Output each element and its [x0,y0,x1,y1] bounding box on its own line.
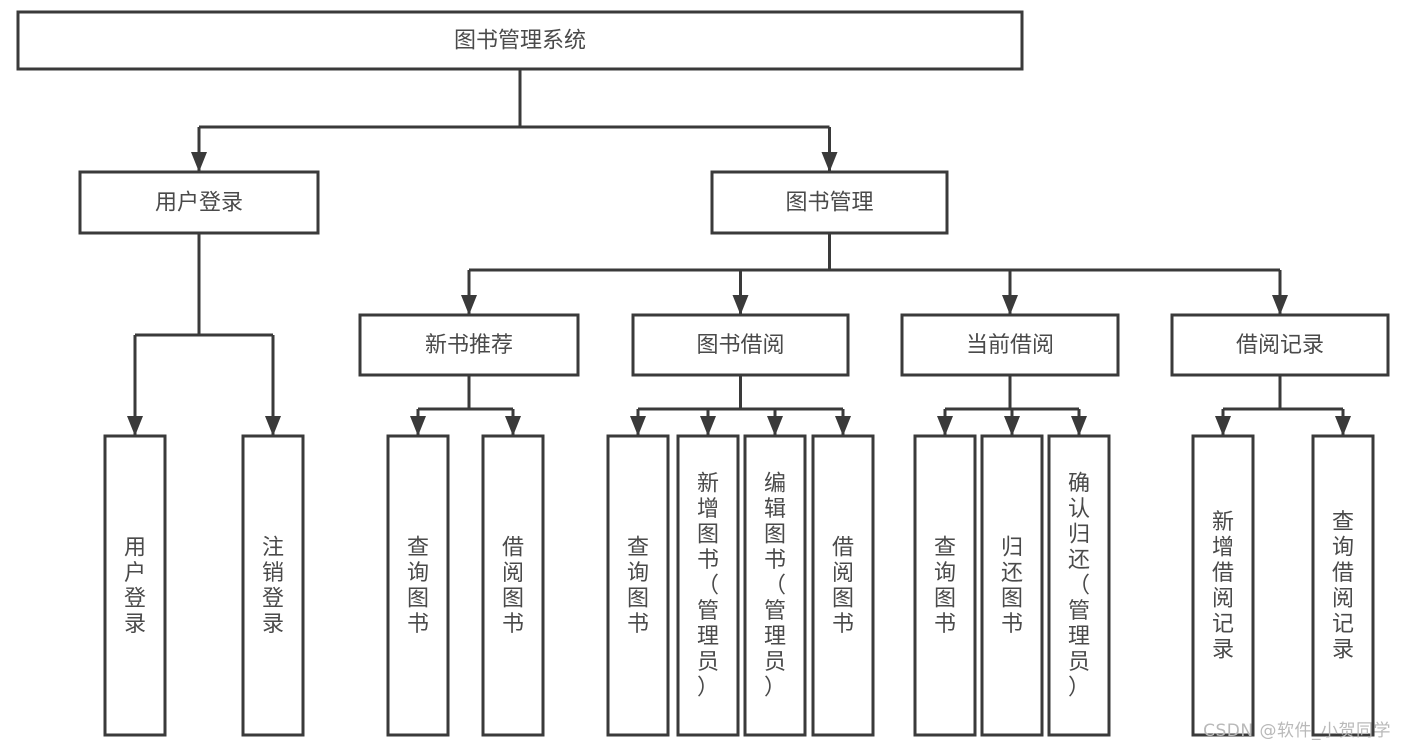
node-recommend-query-book-label: 查询图书 [407,535,429,637]
connectors-layer [127,69,1351,436]
node-current-confirm-return[interactable]: 确认归还（管理员） [1047,434,1111,737]
node-current-borrow-label: 当前借阅 [966,333,1054,358]
node-book-borrow-box [631,313,850,377]
node-book-management-label: 图书管理 [785,191,873,216]
conn-book-management-arrow-1 [732,295,749,315]
node-user-login-box [78,170,320,235]
node-book-management-box [710,170,949,235]
node-current-query-book[interactable]: 查询图书 [913,434,977,737]
conn-root-arrow-1 [821,152,838,172]
node-root-box [16,10,1024,71]
conn-book-management-arrow-2 [1002,295,1018,315]
node-new-book-recommend[interactable]: 新书推荐 [358,313,580,377]
conn-book-management-arrow-0 [461,295,477,315]
node-records-add[interactable]: 新增借阅记录 [1191,434,1255,737]
conn-book-borrow-arrow-2 [767,416,783,436]
node-current-confirm-return-label: 确认归还（管理员） [1068,472,1090,701]
node-recommend-query-book-box [386,434,450,737]
node-new-book-recommend-label: 新书推荐 [425,333,513,358]
node-new-book-recommend-box [358,313,580,377]
node-current-query-book-box [913,434,977,737]
node-borrow-edit-book-box [743,434,807,737]
conn-current-borrow-arrow-2 [1071,416,1087,436]
node-records-query-box [1311,434,1375,737]
node-current-confirm-return-box [1047,434,1111,737]
node-recommend-borrow-book[interactable]: 借阅图书 [481,434,545,737]
node-borrow-records-label: 借阅记录 [1236,333,1324,358]
conn-book-borrow-arrow-3 [835,416,851,436]
node-borrow-edit-book-label: 编辑图书（管理员） [764,472,786,701]
node-user-login-login-label: 用户登录 [124,535,146,637]
node-borrow-query-book-box [606,434,670,737]
conn-book-borrow-arrow-1 [700,416,716,436]
conn-user-login-arrow-1 [265,416,281,436]
nodes-layer: 图书管理系统用户登录用户登录注销登录图书管理新书推荐查询图书借阅图书图书借阅查询… [16,10,1390,737]
node-borrow-add-book[interactable]: 新增图书（管理员） [676,434,740,737]
node-recommend-borrow-book-box [481,434,545,737]
node-recommend-borrow-book-label: 借阅图书 [502,535,524,637]
conn-borrow-records-arrow-1 [1335,416,1351,436]
node-user-login[interactable]: 用户登录 [78,170,320,235]
node-current-borrow-box [900,313,1120,377]
node-borrow-records[interactable]: 借阅记录 [1170,313,1390,377]
node-borrow-borrow-book-box [811,434,875,737]
node-user-login-label: 用户登录 [155,191,243,216]
conn-new-book-recommend-arrow-0 [410,416,426,436]
conn-root-arrow-0 [191,152,207,172]
node-borrow-edit-book[interactable]: 编辑图书（管理员） [743,434,807,737]
node-borrow-query-book-label: 查询图书 [627,535,649,637]
node-book-management[interactable]: 图书管理 [710,170,949,235]
node-records-query[interactable]: 查询借阅记录 [1311,434,1375,737]
node-borrow-query-book[interactable]: 查询图书 [606,434,670,737]
node-recommend-query-book[interactable]: 查询图书 [386,434,450,737]
node-current-return-book-box [980,434,1044,737]
node-user-login-logout[interactable]: 注销登录 [241,434,305,737]
node-borrow-add-book-box [676,434,740,737]
csdn-watermark: CSDN @软件_小贺同学 [1203,721,1391,741]
node-current-return-book-label: 归还图书 [1001,535,1023,637]
node-borrow-records-box [1170,313,1390,377]
node-root-label: 图书管理系统 [454,29,586,54]
node-borrow-borrow-book[interactable]: 借阅图书 [811,434,875,737]
conn-book-management-arrow-3 [1272,295,1288,315]
node-borrow-borrow-book-label: 借阅图书 [832,535,854,637]
node-current-query-book-label: 查询图书 [934,535,956,637]
conn-book-borrow-arrow-0 [630,416,646,436]
node-records-add-box [1191,434,1255,737]
node-root[interactable]: 图书管理系统 [16,10,1024,71]
node-records-add-label: 新增借阅记录 [1212,510,1234,663]
conn-current-borrow-arrow-0 [937,416,953,436]
node-current-borrow[interactable]: 当前借阅 [900,313,1120,377]
node-current-return-book[interactable]: 归还图书 [980,434,1044,737]
node-book-borrow[interactable]: 图书借阅 [631,313,850,377]
node-borrow-add-book-label: 新增图书（管理员） [697,472,719,701]
conn-current-borrow-arrow-1 [1004,416,1020,436]
node-user-login-login[interactable]: 用户登录 [103,434,167,737]
node-user-login-logout-box [241,434,305,737]
node-book-borrow-label: 图书借阅 [696,333,784,358]
node-user-login-logout-label: 注销登录 [262,535,284,637]
conn-new-book-recommend-arrow-1 [505,416,521,436]
conn-borrow-records-arrow-0 [1215,416,1231,436]
conn-user-login-arrow-0 [127,416,143,436]
node-user-login-login-box [103,434,167,737]
node-records-query-label: 查询借阅记录 [1332,510,1354,663]
